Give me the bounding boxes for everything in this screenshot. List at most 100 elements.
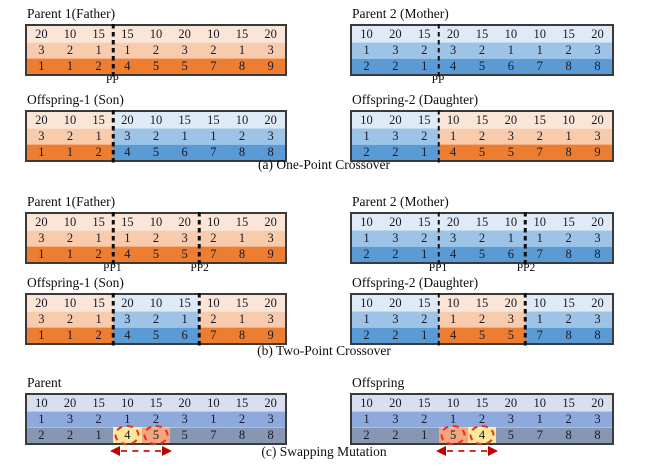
crossover-cut-line xyxy=(111,24,115,80)
block-title-a-offspring-1: Offspring-1 (Son) xyxy=(27,92,124,107)
gene-cell: 3 xyxy=(256,230,285,246)
gene-cell: 3 xyxy=(27,42,56,58)
gene-cell: 2 xyxy=(409,128,439,144)
gene-cell: 5 xyxy=(170,58,199,74)
gene-cell: 1 xyxy=(198,411,228,427)
gene-cell: 1 xyxy=(170,128,199,144)
gene-cell: 5 xyxy=(141,144,171,160)
gene-cell: 5 xyxy=(170,246,199,262)
gene-cell: 20 xyxy=(583,295,612,311)
gene-cell: 2 xyxy=(55,311,85,327)
gene-cell: 8 xyxy=(554,58,584,74)
gene-cell: 10 xyxy=(141,112,171,128)
gene-cell: 3 xyxy=(380,42,410,58)
gene-cell: 3 xyxy=(380,411,410,427)
gene-cell: 1 xyxy=(438,311,468,327)
gene-cell: 2 xyxy=(554,230,584,246)
crossover-cut-line xyxy=(111,212,115,268)
gene-cell: 5 xyxy=(170,427,199,443)
gene-cell: 1 xyxy=(112,42,142,58)
gene-cell: 15 xyxy=(409,26,439,42)
gene-cell: 4 xyxy=(112,327,142,343)
gene-cell: 10 xyxy=(141,26,171,42)
gene-cell: 15 xyxy=(554,26,584,42)
gene-cell: 2 xyxy=(141,411,171,427)
gene-cell: 15 xyxy=(141,395,171,411)
crossover-cut-line xyxy=(197,293,201,349)
gene-cell: 3 xyxy=(112,311,142,327)
gene-cell: 10 xyxy=(438,112,468,128)
gene-cell: 15 xyxy=(112,26,142,42)
gene-cell: 2 xyxy=(198,42,228,58)
gene-cell: 1 xyxy=(352,42,381,58)
gene-cell: 2 xyxy=(55,230,85,246)
crossover-cut-line xyxy=(437,24,440,80)
gene-cell: 8 xyxy=(227,144,257,160)
gene-cell: 20 xyxy=(583,395,612,411)
gene-cell: 4 xyxy=(112,58,142,74)
gene-cell: 3 xyxy=(583,411,612,427)
crossover-cut-line xyxy=(524,293,527,349)
gene-cell: 2 xyxy=(380,144,410,160)
gene-cell: 8 xyxy=(583,427,612,443)
gene-cell: 2 xyxy=(227,128,257,144)
swap-circle-icon xyxy=(143,425,169,445)
gene-cell: 5 xyxy=(496,144,526,160)
gene-cell: 8 xyxy=(256,144,285,160)
gene-cell: 8 xyxy=(583,327,612,343)
gene-cell: 8 xyxy=(554,144,584,160)
gene-cell: 20 xyxy=(583,26,612,42)
gene-cell: 15 xyxy=(227,295,257,311)
gene-cell: 15 xyxy=(84,295,113,311)
gene-cell: 4 xyxy=(112,425,142,445)
gene-cell: 1 xyxy=(409,246,439,262)
arrow-head-icon xyxy=(110,446,121,456)
gene-cell: 20 xyxy=(380,26,410,42)
gene-cell: 6 xyxy=(170,327,199,343)
gene-cell: 15 xyxy=(170,295,199,311)
gene-cell: 2 xyxy=(84,144,113,160)
gene-cell: 9 xyxy=(583,144,612,160)
gene-cell: 2 xyxy=(198,311,228,327)
gene-cell: 3 xyxy=(256,128,285,144)
gene-cell: 1 xyxy=(27,144,56,160)
gene-cell: 9 xyxy=(256,246,285,262)
gene-cell: 2 xyxy=(554,311,584,327)
swap-circle-icon xyxy=(114,425,140,445)
gene-cell: 1 xyxy=(409,58,439,74)
gene-cell: 10 xyxy=(554,112,584,128)
gene-cell: 4 xyxy=(438,246,468,262)
cut-point-label: PP xyxy=(431,74,445,86)
gene-cell: 2 xyxy=(467,411,497,427)
gene-cell: 4 xyxy=(112,246,142,262)
gene-cell: 5 xyxy=(467,58,497,74)
gene-cell: 20 xyxy=(170,214,199,230)
gene-cell: 15 xyxy=(409,214,439,230)
gene-cell: 1 xyxy=(496,42,526,58)
gene-cell: 1 xyxy=(496,230,526,246)
gene-cell: 15 xyxy=(198,112,228,128)
gene-cell: 5 xyxy=(467,144,497,160)
gene-cell: 3 xyxy=(256,411,285,427)
gene-cell: 10 xyxy=(112,395,142,411)
gene-cell: 10 xyxy=(27,395,56,411)
gene-cell: 4 xyxy=(438,58,468,74)
gene-cell: 3 xyxy=(380,128,410,144)
gene-cell: 1 xyxy=(352,128,381,144)
gene-cell: 15 xyxy=(409,295,439,311)
gene-cell: 20 xyxy=(256,26,285,42)
gene-cell: 2 xyxy=(409,230,439,246)
swap-circle-icon xyxy=(469,425,495,445)
gene-cell: 5 xyxy=(141,425,171,445)
gene-cell: 5 xyxy=(438,425,468,445)
gene-cell: 2 xyxy=(554,42,584,58)
gene-cell: 10 xyxy=(198,395,228,411)
gene-cell: 1 xyxy=(84,42,113,58)
gene-cell: 2 xyxy=(467,230,497,246)
gene-cell: 2 xyxy=(55,427,85,443)
gene-cell: 3 xyxy=(256,42,285,58)
gene-cell: 2 xyxy=(55,42,85,58)
gene-cell: 2 xyxy=(141,128,171,144)
gene-cell: 1 xyxy=(198,128,228,144)
gene-cell: 10 xyxy=(352,26,381,42)
